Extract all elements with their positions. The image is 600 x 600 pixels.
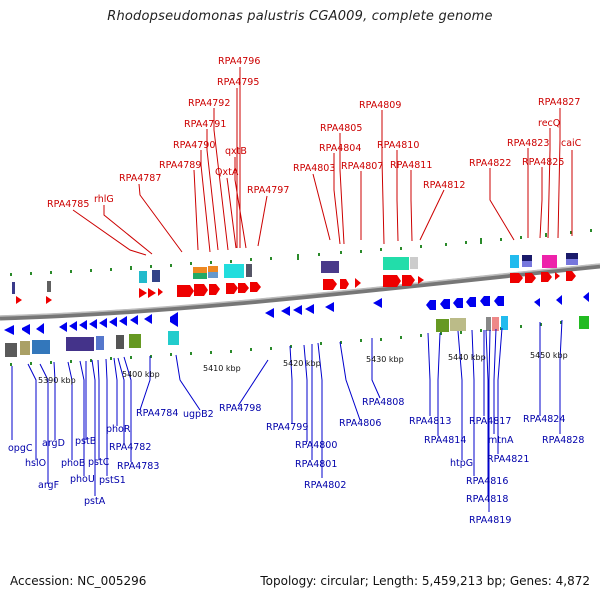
bottom-gene-label[interactable]: ugpB2 [183,409,214,420]
bottom-gene-label[interactable]: opgC [8,443,33,454]
bottom-gene-labels: opgC hslO argF argD phoB phoU pstA pstB pstC pstS… [8,397,584,526]
kbp-tick-label: 5440 kbp [448,353,486,362]
top-gene-label[interactable]: RPA4823 [507,138,549,149]
bottom-gene-label[interactable]: pstC [88,457,110,468]
kbp-tick-label: 5400 kbp [122,370,160,379]
bottom-gene-label[interactable]: pstA [84,496,106,507]
top-gene-label[interactable]: RPA4795 [217,77,259,88]
top-gene-label[interactable]: RPA4804 [319,143,361,154]
bottom-gene-label[interactable]: RPA4824 [523,414,565,425]
bottom-gene-label[interactable]: RPA4816 [466,476,508,487]
top-gene-label[interactable]: QxtA [215,167,239,178]
bottom-gene-label[interactable]: RPA4814 [424,435,466,446]
kbp-tick-label: 5430 kbp [366,355,404,364]
bottom-gene-label[interactable]: RPA4817 [469,416,511,427]
top-gene-label[interactable]: RPA4810 [377,140,419,151]
bottom-gene-label[interactable]: RPA4808 [362,397,404,408]
bottom-gene-label[interactable]: RPA4813 [409,416,451,427]
reverse-genes [4,292,589,335]
bottom-gene-label[interactable]: RPA4798 [219,403,261,414]
top-gene-label[interactable]: RPA4812 [423,180,465,191]
bottom-gene-label[interactable]: RPA4800 [295,440,337,451]
top-gene-label[interactable]: RPA4789 [159,160,201,171]
top-gene-label[interactable]: RPA4811 [390,160,432,171]
bottom-leaders [11,319,563,512]
top-ruler [10,229,592,276]
top-gene-label[interactable]: RPA4790 [173,140,215,151]
bottom-gene-label[interactable]: RPA4784 [136,408,178,419]
top-gene-label[interactable]: RPA4791 [184,119,226,130]
kbp-tick-label: 5420 kbp [283,359,321,368]
top-gene-label[interactable]: RPA4796 [218,56,260,67]
top-gene-label[interactable]: RPA4827 [538,97,580,108]
top-gene-label[interactable]: RPA4825 [522,157,564,168]
bottom-gene-label[interactable]: RPA4806 [339,418,381,429]
reverse-feature-boxes [5,316,589,357]
top-gene-label[interactable]: RPA4785 [47,199,89,210]
bottom-gene-label[interactable]: phoR [106,424,131,435]
bottom-gene-label[interactable]: RPA4801 [295,459,337,470]
top-gene-label[interactable]: qxtB [225,146,247,157]
accession-text: Accession: NC_005296 [10,574,147,588]
top-gene-label[interactable]: RPA4787 [119,173,161,184]
top-gene-label[interactable]: caiC [561,138,582,149]
bottom-gene-label[interactable]: RPA4802 [304,480,346,491]
top-gene-label[interactable]: RPA4803 [293,163,335,174]
bottom-gene-label[interactable]: phoU [70,474,95,485]
top-gene-label[interactable]: recQ [538,118,560,129]
forward-feature-boxes [12,253,578,294]
kbp-axis: 5390 kbp 5400 kbp 5410 kbp 5420 kbp 5430 kbp… [38,351,568,385]
map-title: Rhodopseudomonas palustris CGA009, compl… [107,9,493,24]
bottom-gene-label[interactable]: argF [38,480,59,491]
top-gene-label[interactable]: RPA4807 [341,161,383,172]
kbp-tick-label: 5410 kbp [203,364,241,373]
bottom-gene-label[interactable]: argD [42,438,65,449]
kbp-tick-label: 5450 kbp [530,351,568,360]
bottom-gene-label[interactable]: RPA4782 [109,442,151,453]
forward-genes [16,271,576,304]
bottom-gene-label[interactable]: pstB [75,436,96,447]
bottom-gene-label[interactable]: RPA4799 [266,422,308,433]
bottom-gene-label[interactable]: pstS1 [99,475,126,486]
bottom-gene-label[interactable]: mtnA [488,435,514,446]
bottom-gene-label[interactable]: RPA4828 [542,435,584,446]
top-gene-label[interactable]: RPA4805 [320,123,362,134]
top-gene-label[interactable]: RPA4792 [188,98,230,109]
top-leaders [72,67,573,256]
bottom-gene-label[interactable]: phoB [61,458,85,469]
bottom-gene-label[interactable]: RPA4783 [117,461,159,472]
bottom-gene-label[interactable]: RPA4818 [466,494,508,505]
bottom-gene-label[interactable]: hslO [25,458,46,469]
top-gene-label[interactable]: RPA4822 [469,158,511,169]
genome-summary-text: Topology: circular; Length: 5,459,213 bp… [260,574,590,588]
bottom-gene-label[interactable]: RPA4819 [469,515,511,526]
kbp-tick-label: 5390 kbp [38,376,76,385]
bottom-gene-label[interactable]: RPA4821 [487,454,529,465]
top-gene-label[interactable]: RPA4809 [359,100,401,111]
top-gene-label[interactable]: rhlG [94,194,114,205]
top-gene-label[interactable]: RPA4797 [247,185,289,196]
bottom-gene-label[interactable]: htpG [450,458,473,469]
